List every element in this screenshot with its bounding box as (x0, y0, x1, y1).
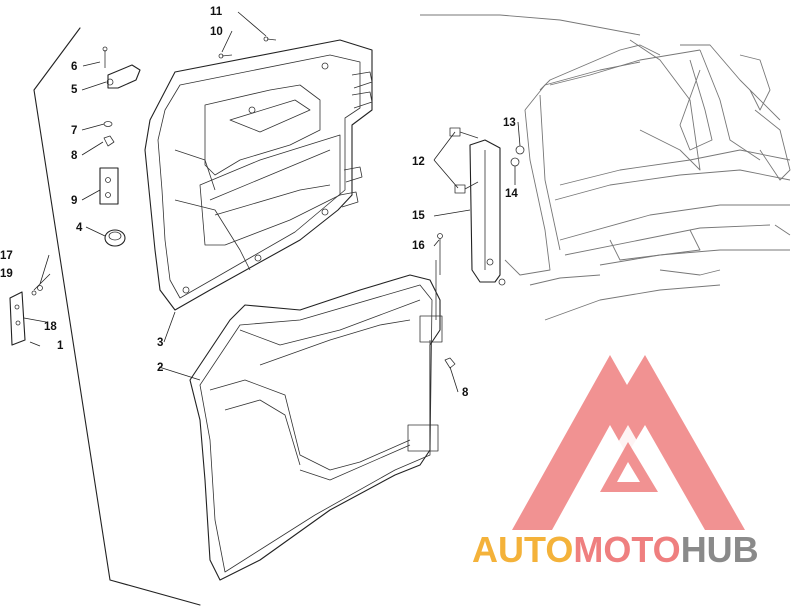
callout-1: 1 (57, 340, 64, 352)
callout-13: 13 (503, 117, 516, 129)
door-outer-panel (189, 260, 443, 581)
callout-11: 11 (210, 6, 223, 18)
watermark-auto: AUTO (472, 529, 573, 570)
callout-6: 6 (71, 61, 77, 73)
watermark-logo (512, 355, 745, 530)
watermark-text: AUTOMOTOHUB (472, 529, 759, 570)
watermark-hub: HUB (681, 529, 759, 570)
logo-inner-cut (617, 462, 640, 482)
callout-18: 18 (44, 321, 57, 333)
door-frame-outline (33, 27, 201, 606)
callout-15: 15 (412, 210, 425, 222)
svg-text:AUTOMOTOHUB: AUTOMOTOHUB (472, 529, 759, 570)
callout-7: 7 (71, 125, 77, 137)
callout-5: 5 (71, 84, 78, 96)
callout-10: 10 (210, 26, 223, 38)
door-inner-panel (144, 39, 373, 311)
callout-8-lower: 8 (462, 387, 469, 399)
vehicle-body (420, 14, 791, 321)
hinge-assembly (437, 127, 525, 286)
latch-hardware (9, 36, 456, 369)
watermark-moto: MOTO (573, 529, 680, 570)
leader-lines (23, 11, 521, 393)
callout-14: 14 (505, 188, 518, 200)
callout-8-upper: 8 (71, 150, 78, 162)
callout-12: 12 (412, 156, 425, 168)
callout-labels: 1 2 3 4 5 6 7 8 8 9 10 11 12 13 14 15 16… (0, 6, 518, 399)
callout-16: 16 (412, 240, 425, 252)
callout-4: 4 (76, 222, 83, 234)
callout-17: 17 (0, 250, 13, 262)
callout-2: 2 (157, 362, 163, 374)
callout-19: 19 (0, 268, 13, 280)
callout-9: 9 (71, 195, 77, 207)
callout-3: 3 (157, 337, 163, 349)
